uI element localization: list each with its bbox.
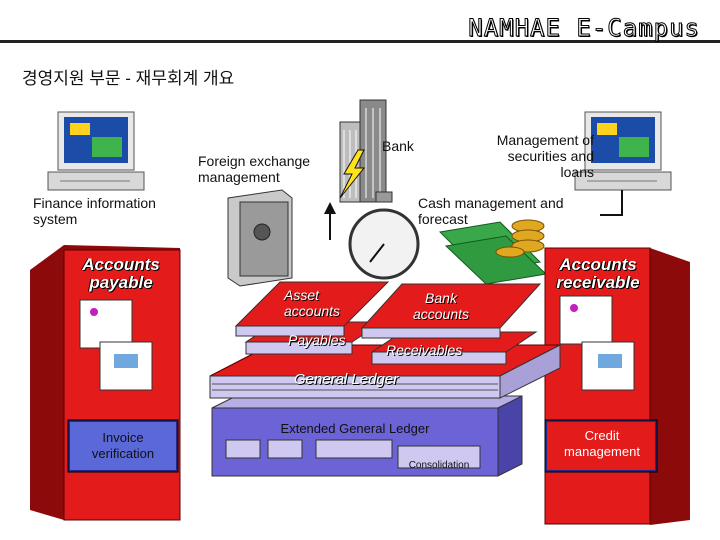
computer-right-icon bbox=[574, 111, 672, 191]
bank-label: Bank bbox=[382, 138, 414, 154]
accounts-payable-label: Accounts payable bbox=[82, 255, 160, 292]
accounts-receivable-label: Accounts receivable bbox=[556, 255, 640, 292]
foreign-exchange-label: Foreign exchange management bbox=[198, 153, 311, 185]
header-rule bbox=[0, 40, 720, 43]
payables-label: Payables bbox=[288, 332, 346, 348]
page-title: 경영지원 부문 - 재무회계 개요 bbox=[22, 69, 235, 88]
cash-management-label: Cash management and forecast bbox=[418, 195, 564, 227]
extended-ledger-label: Extended General Ledger bbox=[280, 421, 430, 436]
receivables-label: Receivables bbox=[386, 342, 463, 358]
consolidation-label: Consolidation bbox=[408, 460, 470, 471]
computer-left-icon bbox=[47, 111, 145, 191]
bank-accounts-label: Bank accounts bbox=[412, 290, 470, 322]
accounts-receivable-book bbox=[544, 247, 690, 525]
invoice-verification-label: Invoice verification bbox=[91, 430, 155, 461]
lightning-icon bbox=[339, 149, 366, 199]
credit-management-label: Credit management bbox=[564, 428, 640, 459]
securities-label: Management of securities and loans bbox=[496, 132, 594, 180]
extended-ledger-block bbox=[211, 395, 523, 477]
connector-line bbox=[600, 190, 623, 216]
money-icon bbox=[438, 219, 548, 285]
general-ledger-label: General Ledger bbox=[294, 371, 399, 388]
asset-accounts-label: Asset accounts bbox=[284, 287, 341, 319]
bank-building-icon bbox=[339, 99, 387, 203]
safe-icon bbox=[227, 189, 293, 287]
asset-accounts-sheet bbox=[234, 281, 390, 337]
finance-system-label: Finance information system bbox=[33, 195, 156, 227]
stopwatch-icon bbox=[348, 191, 420, 280]
bank-accounts-sheet bbox=[360, 283, 542, 339]
brand-title: NAMHAE E-Campus bbox=[468, 14, 700, 43]
